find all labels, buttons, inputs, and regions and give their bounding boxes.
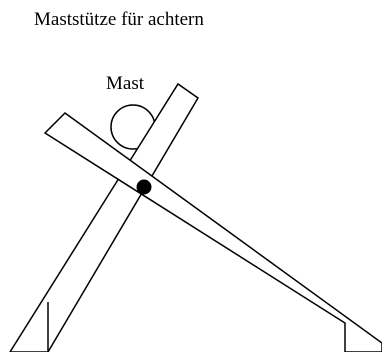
steep-strut: [9, 82, 199, 352]
diagonal-beam: [43, 112, 382, 352]
diagram-title: Maststütze für achtern: [34, 9, 204, 30]
pivot-bolt: [136, 179, 152, 195]
mast-label: Mast: [106, 73, 144, 94]
